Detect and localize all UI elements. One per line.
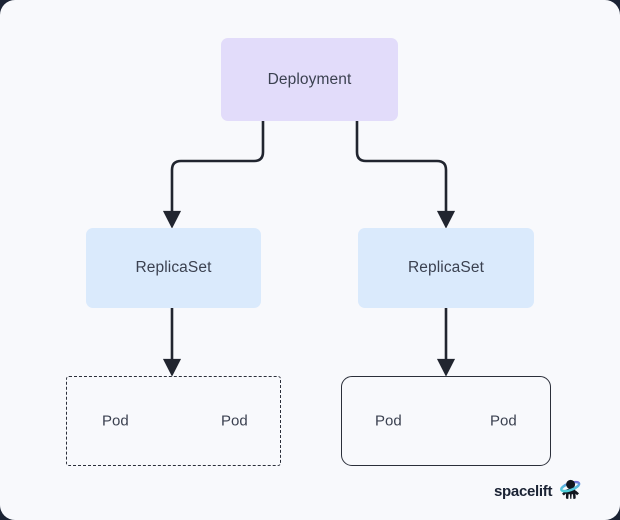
spacelift-wordmark: spacelift xyxy=(494,482,553,500)
node-replicaset-left-label: ReplicaSet xyxy=(135,259,212,276)
planet-astronaut-icon xyxy=(560,479,581,499)
node-replicaset-right-label: ReplicaSet xyxy=(408,259,484,276)
edge-deployment-to-replicaset-left xyxy=(162,121,265,229)
edge-deployment-to-replicaset-right xyxy=(355,121,456,229)
pod-label: Pod xyxy=(221,412,248,430)
node-replicaset-right[interactable]: ReplicaSet xyxy=(358,228,534,308)
pod-label: Pod xyxy=(490,412,517,430)
spacelift-logo: spacelift xyxy=(494,474,606,508)
node-deployment[interactable]: Deployment xyxy=(221,38,398,121)
node-podgroup-left[interactable]: Pod Pod xyxy=(66,376,281,466)
node-replicaset-left[interactable]: ReplicaSet xyxy=(86,228,261,308)
node-deployment-label: Deployment xyxy=(267,70,352,88)
node-podgroup-right[interactable]: Pod Pod xyxy=(341,376,551,466)
pod-label: Pod xyxy=(102,412,129,430)
pod-label: Pod xyxy=(375,412,402,430)
